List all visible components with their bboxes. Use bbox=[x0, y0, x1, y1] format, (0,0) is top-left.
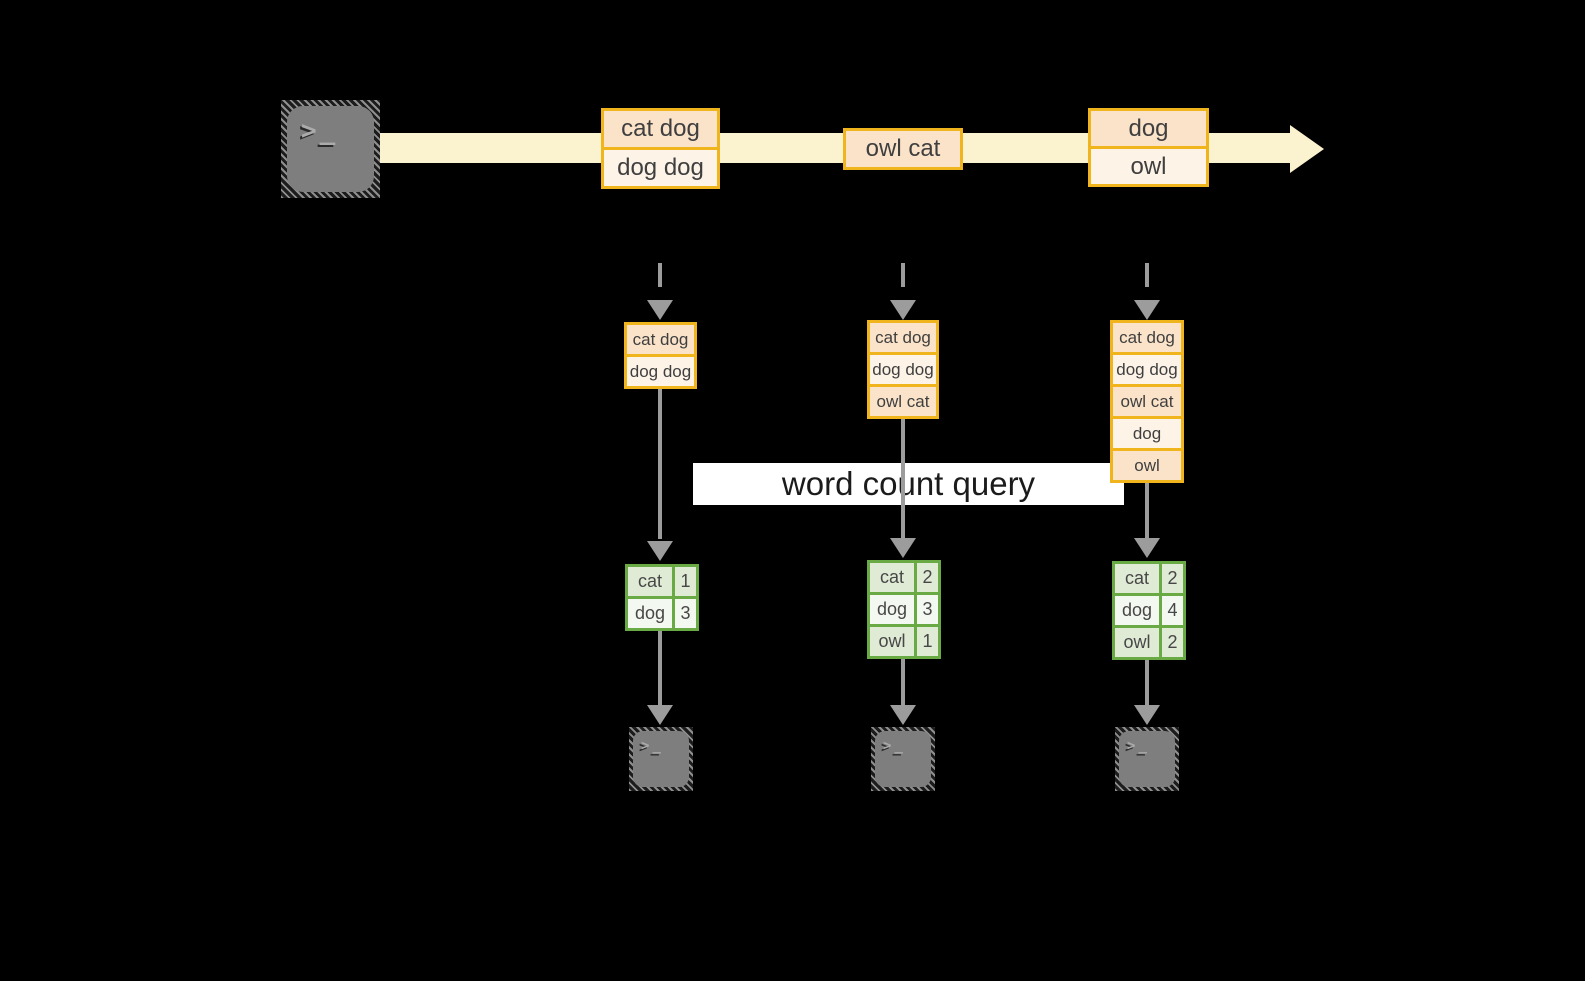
arrow-head-icon bbox=[1134, 705, 1160, 725]
stack-record: owl cat bbox=[1113, 387, 1181, 416]
stack-record: owl cat bbox=[870, 387, 936, 416]
arrow-head-icon bbox=[890, 705, 916, 725]
table-count-cell: 4 bbox=[1162, 596, 1183, 625]
dashed-arrow-shaft bbox=[658, 263, 662, 287]
table-word-cell: dog bbox=[1115, 596, 1159, 625]
stack-record: cat dog bbox=[627, 325, 694, 354]
record-stack-2: cat dog dog dog owl cat bbox=[867, 320, 939, 419]
table-count-cell: 2 bbox=[1162, 564, 1183, 593]
prompt-underscore: _ bbox=[1138, 738, 1147, 754]
arrow-head-icon bbox=[647, 705, 673, 725]
table-count-cell: 2 bbox=[1162, 628, 1183, 657]
table-word-cell: dog bbox=[870, 595, 914, 624]
connector-line bbox=[901, 419, 905, 538]
prompt-chevron: > bbox=[641, 738, 650, 754]
stream-batch-2: owl cat bbox=[843, 128, 963, 170]
terminal-prompt-icon: >_ bbox=[301, 118, 335, 144]
stack-record: dog dog bbox=[1113, 355, 1181, 384]
connector-line bbox=[658, 631, 662, 705]
batch-record: dog dog bbox=[604, 150, 717, 186]
connector-line bbox=[658, 389, 662, 539]
batch-record: cat dog bbox=[604, 111, 717, 147]
query-banner: word count query bbox=[693, 463, 1124, 505]
table-count-cell: 3 bbox=[917, 595, 938, 624]
table-word-cell: owl bbox=[870, 627, 914, 656]
stack-record: dog dog bbox=[627, 357, 694, 386]
prompt-underscore: _ bbox=[319, 116, 336, 146]
count-table-2: cat 2 dog 3 owl 1 bbox=[867, 560, 941, 659]
prompt-chevron: > bbox=[883, 738, 892, 754]
prompt-underscore: _ bbox=[652, 738, 661, 754]
stack-record: owl bbox=[1113, 451, 1181, 480]
stack-record: dog dog bbox=[870, 355, 936, 384]
stack-record: cat dog bbox=[1113, 323, 1181, 352]
count-table-3: cat 2 dog 4 owl 2 bbox=[1112, 561, 1186, 660]
prompt-chevron: > bbox=[1127, 738, 1136, 754]
dashed-arrow-head-icon bbox=[1134, 300, 1160, 320]
record-stack-1: cat dog dog dog bbox=[624, 322, 697, 389]
batch-record: owl cat bbox=[846, 131, 960, 167]
terminal-prompt-icon: >_ bbox=[1127, 739, 1147, 753]
table-word-cell: cat bbox=[1115, 564, 1159, 593]
dashed-arrow-head-icon bbox=[647, 300, 673, 320]
batch-record: owl bbox=[1091, 149, 1206, 184]
stack-record: cat dog bbox=[870, 323, 936, 352]
arrow-head-icon bbox=[647, 541, 673, 561]
table-count-cell: 2 bbox=[917, 563, 938, 592]
record-stack-3: cat dog dog dog owl cat dog owl bbox=[1110, 320, 1184, 483]
terminal-screen: >_ bbox=[287, 106, 374, 192]
table-word-cell: cat bbox=[628, 567, 672, 596]
terminal-prompt-icon: >_ bbox=[641, 739, 661, 753]
stack-record: dog bbox=[1113, 419, 1181, 448]
consumer-terminal-icon: >_ bbox=[1115, 727, 1179, 791]
prompt-underscore: _ bbox=[894, 738, 903, 754]
dashed-arrow-head-icon bbox=[890, 300, 916, 320]
terminal-screen: >_ bbox=[1119, 731, 1175, 787]
connector-line bbox=[1145, 483, 1149, 538]
stream-batch-1: cat dog dog dog bbox=[601, 108, 720, 189]
terminal-screen: >_ bbox=[875, 731, 931, 787]
producer-terminal-icon: >_ bbox=[281, 100, 380, 198]
table-word-cell: owl bbox=[1115, 628, 1159, 657]
table-word-cell: dog bbox=[628, 599, 672, 628]
table-count-cell: 1 bbox=[917, 627, 938, 656]
connector-line bbox=[901, 659, 905, 705]
connector-line bbox=[1145, 660, 1149, 705]
table-count-cell: 3 bbox=[675, 599, 696, 628]
dashed-arrow-shaft bbox=[901, 263, 905, 287]
batch-record: dog bbox=[1091, 111, 1206, 146]
stream-arrow-head-icon bbox=[1290, 125, 1324, 173]
consumer-terminal-icon: >_ bbox=[871, 727, 935, 791]
terminal-prompt-icon: >_ bbox=[883, 739, 903, 753]
count-table-1: cat 1 dog 3 bbox=[625, 564, 699, 631]
table-word-cell: cat bbox=[870, 563, 914, 592]
dashed-arrow-shaft bbox=[1145, 263, 1149, 287]
prompt-chevron: > bbox=[301, 116, 317, 146]
consumer-terminal-icon: >_ bbox=[629, 727, 693, 791]
arrow-head-icon bbox=[1134, 538, 1160, 558]
arrow-head-icon bbox=[890, 538, 916, 558]
terminal-screen: >_ bbox=[633, 731, 689, 787]
table-count-cell: 1 bbox=[675, 567, 696, 596]
stream-batch-3: dog owl bbox=[1088, 108, 1209, 187]
